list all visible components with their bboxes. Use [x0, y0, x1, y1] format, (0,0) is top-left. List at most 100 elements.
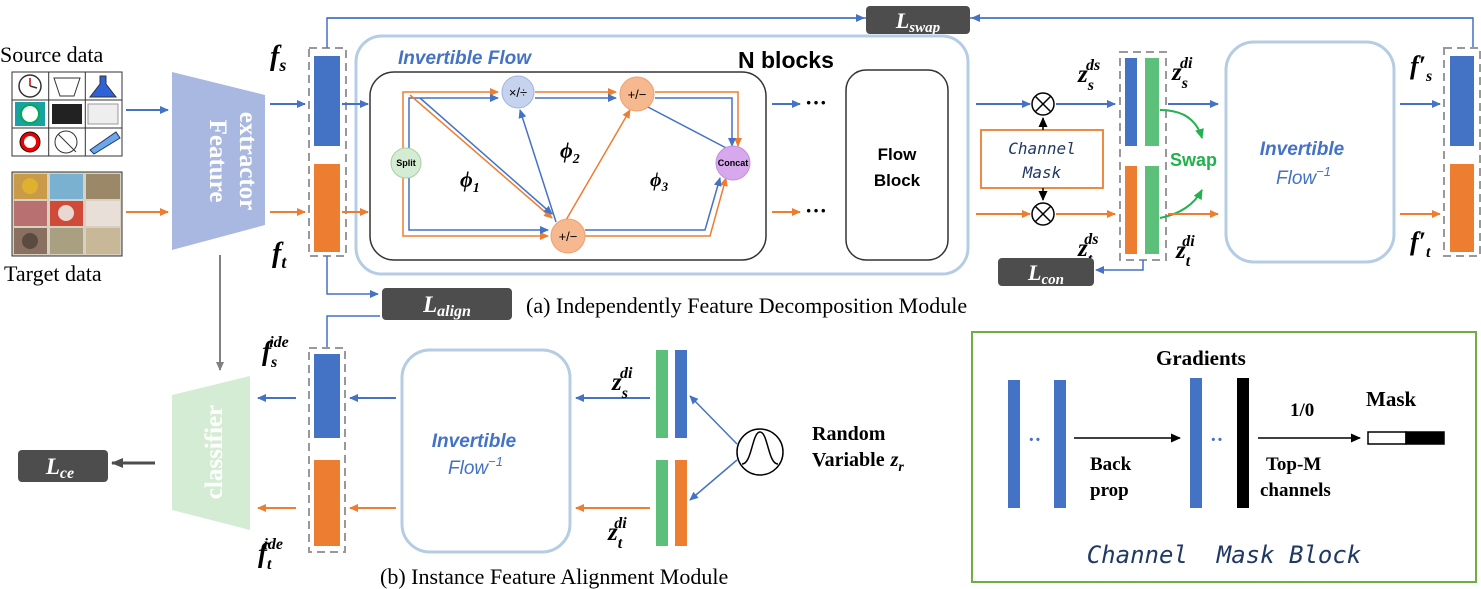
fs-prime-bar	[1450, 56, 1474, 146]
mult-div-node	[501, 75, 535, 109]
zt-ds-bar	[1125, 166, 1137, 254]
back-prop-label-2: prop	[1090, 480, 1129, 501]
flow-block-label-2: Block	[874, 171, 921, 190]
random-to-zs-arrow	[689, 395, 738, 445]
source-data-label: Source data	[0, 42, 103, 67]
flow-internal-paths	[402, 88, 742, 240]
mask-dots-1: ··	[1028, 429, 1041, 451]
flow-inner-block	[369, 71, 767, 261]
mask-bar-1	[1008, 380, 1020, 508]
gradient-bar	[1237, 378, 1249, 508]
align-loss-label: Lalign	[422, 292, 471, 320]
mask-dots-2: ··	[1210, 429, 1223, 451]
zt-random-bar	[675, 460, 687, 546]
prime-feature-group-box	[1443, 47, 1481, 257]
zs-ds-label: zsds	[1077, 57, 1100, 94]
channel-mask-label-2: Mask	[1022, 163, 1062, 182]
align-loss-arrow	[326, 256, 379, 298]
classifier-label: classifier	[201, 405, 228, 499]
fs-ide-bar	[314, 354, 340, 438]
plus-minus-bottom-label: +/−	[559, 229, 578, 244]
split-node	[390, 147, 422, 179]
alarm-clock-icon	[20, 104, 40, 124]
plus-minus-bottom-node	[550, 218, 586, 254]
random-to-zt-arrow	[689, 459, 738, 501]
ellipsis-bottom: ···	[805, 198, 827, 223]
channel-mask-box	[980, 129, 1104, 189]
zt-di-b-bar	[656, 460, 668, 546]
feature-extractor	[172, 72, 265, 250]
inverse-flow-top	[1224, 40, 1396, 264]
align-loss-line-bottom	[326, 315, 380, 348]
inverse-flow-bottom-label-1: Invertible	[432, 431, 517, 452]
feature-extractor-label-1: Feature	[204, 120, 231, 203]
phi1-label: ϕ1	[460, 167, 480, 196]
source-data-images	[11, 71, 123, 157]
mult-div-label: ×/÷	[509, 85, 527, 100]
random-variable-label-1: Random	[812, 423, 886, 445]
help-sign-icon	[89, 131, 121, 155]
fs-ide-label: fside	[262, 334, 289, 371]
ce-loss-label: Lce	[45, 454, 74, 482]
zt-di-b-label: ztdi	[607, 515, 627, 552]
ft-label: ft	[272, 238, 287, 272]
inverse-flow-top-label-2: Flow−1	[1276, 164, 1331, 189]
concat-node	[715, 145, 751, 181]
inverse-flow-top-label-1: Invertible	[1260, 139, 1345, 160]
plus-minus-top-label: +/−	[628, 87, 647, 102]
box-icon	[87, 103, 119, 125]
flow-block-label-1: Flow	[878, 145, 917, 164]
zs-ds-bar	[1125, 58, 1137, 146]
inverse-flow-bottom-label-2: Flow−1	[448, 454, 503, 479]
module-a-caption: (a) Independently Feature Decomposition …	[526, 293, 967, 318]
n-blocks-label: N blocks	[738, 47, 834, 73]
gradients-label: Gradients	[1156, 346, 1246, 370]
plus-minus-top-node	[619, 76, 655, 112]
drill-icon	[52, 104, 82, 124]
align-loss-box	[382, 288, 512, 320]
mask-bar-2	[1054, 380, 1066, 508]
phi3-label: ϕ3	[650, 169, 669, 194]
swap-arrow-down	[1159, 109, 1204, 139]
con-loss-label: Lcon	[1027, 260, 1064, 288]
ft-ide-bar	[314, 460, 340, 546]
swap-arrow-up	[1159, 189, 1203, 219]
ft-feature-bar	[314, 164, 340, 252]
ft-prime-label: f′t	[1410, 227, 1431, 261]
mask-bar-3	[1190, 378, 1202, 508]
phi2-label: ϕ2	[560, 138, 580, 167]
top-m-label-1: Top-M	[1266, 454, 1321, 475]
inverse-flow-bottom	[400, 348, 572, 554]
split-label: Split	[396, 158, 416, 168]
feature-extractor-label-2: extractor	[234, 112, 261, 211]
swap-label: Swap	[1170, 150, 1217, 170]
random-variable-icon	[736, 428, 784, 476]
swap-loss-label: Lswap	[895, 8, 941, 36]
zs-di-b-label: zsdi	[611, 365, 633, 402]
zs-di-label: zsdi	[1171, 55, 1193, 92]
mask-black-segment	[1405, 431, 1445, 445]
zt-di-bar	[1145, 166, 1159, 254]
ft-prime-bar	[1450, 164, 1474, 252]
zs-random-bar	[675, 350, 687, 438]
zs-di-bar	[1145, 58, 1159, 146]
swap-loss-box	[866, 6, 970, 34]
back-prop-label-1: Back	[1090, 454, 1132, 475]
bucket-icon	[53, 77, 81, 97]
one-zero-label: 1/0	[1290, 400, 1314, 421]
con-loss-box	[998, 258, 1094, 286]
target-data-images	[11, 171, 123, 257]
mask-label: Mask	[1366, 387, 1416, 411]
ide-feature-group-box	[308, 347, 346, 553]
module-b-caption: (b) Instance Feature Alignment Module	[380, 564, 728, 589]
fs-feature-bar	[314, 56, 340, 146]
channel-mask-label-1: Channel	[1008, 139, 1075, 158]
ft-ide-label: ftide	[258, 536, 283, 573]
zs-di-b-bar	[656, 350, 668, 438]
classifier	[172, 376, 250, 530]
invertible-flow-title: Invertible Flow	[398, 48, 532, 69]
ce-loss-box	[18, 450, 108, 482]
target-data-label: Target data	[4, 261, 102, 286]
